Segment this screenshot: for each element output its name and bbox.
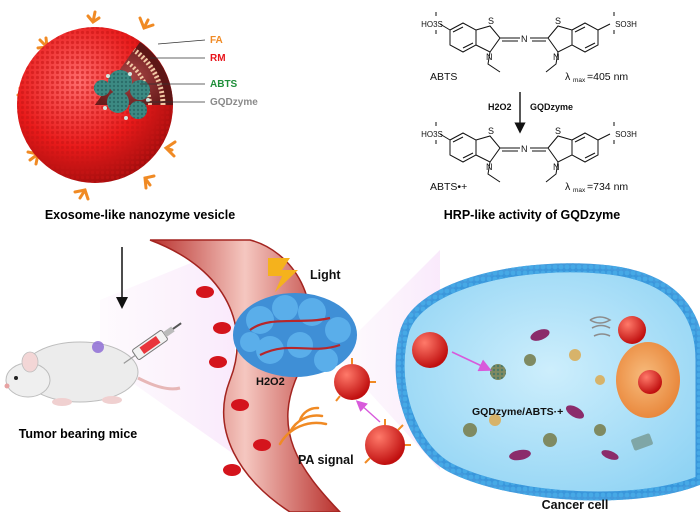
top-s-left: S — [488, 16, 494, 26]
cell-product-label: GQDzyme/ABTS·+ — [472, 406, 563, 418]
light-bolt-icon — [268, 258, 298, 292]
lipid-bilayer — [132, 47, 166, 106]
mouse-illustration — [4, 341, 181, 406]
h2o2-label: H2O2 — [256, 376, 285, 388]
vesicle-label-pointers — [140, 39, 206, 103]
svg-text:max: max — [573, 187, 586, 194]
internalization-arrow — [451, 351, 492, 372]
bottom-compound-name: ABTS•+ — [430, 181, 467, 193]
cell-caption: Cancer cell — [542, 498, 609, 512]
cell-organelles — [489, 316, 653, 461]
top-lambda: λ max =405 nm — [565, 71, 628, 84]
reaction-caption: HRP-like activity of GQDzyme — [444, 208, 620, 222]
top-lambda-value: =405 nm — [587, 71, 628, 83]
top-compound-name: ABTS — [430, 71, 457, 83]
pa-signal-waves — [278, 406, 328, 446]
top-left-sulfo: HO3S — [421, 20, 443, 29]
vesicle-caption: Exosome-like nanozyme vesicle — [45, 208, 235, 222]
bottom-right-sulfo: SO3H — [615, 130, 637, 139]
label-rm: RM — [210, 53, 226, 64]
released-gqdzyme — [463, 354, 606, 447]
bottom-lambda-value: =734 nm — [587, 181, 628, 193]
bottom-n-left: N — [486, 162, 493, 172]
gqdzyme-clusters — [94, 70, 150, 119]
abts-structure-top — [435, 12, 615, 73]
vesicle-in-nucleus — [638, 370, 662, 394]
reagent-h2o2: H2O2 — [488, 102, 512, 112]
bottom-n-right: N — [553, 162, 560, 172]
circulating-vesicle-1 — [334, 358, 376, 402]
bottom-lambda: λ max =734 nm — [565, 181, 628, 194]
pa-signal-label: PA signal — [298, 453, 354, 467]
bottom-s-left: S — [488, 126, 494, 136]
mouse-caption: Tumor bearing mice — [19, 427, 138, 441]
top-s-right: S — [555, 16, 561, 26]
light-label: Light — [310, 268, 341, 282]
uptake-arrow-1 — [355, 400, 381, 423]
abts-structure-bottom — [435, 122, 615, 183]
svg-text:λ: λ — [565, 181, 571, 193]
tumor-mass — [233, 293, 357, 377]
cancer-cell — [395, 263, 700, 501]
vesicle-inside-1 — [618, 316, 646, 344]
bottom-s-right: S — [555, 126, 561, 136]
top-right-sulfo: SO3H — [615, 20, 637, 29]
abts-molecules — [103, 72, 150, 120]
zoom-beam-left — [100, 245, 235, 455]
top-n-right: N — [553, 52, 560, 62]
top-n-left: N — [486, 52, 493, 62]
bottom-left-sulfo: HO3S — [421, 130, 443, 139]
label-gqdzyme: GQDzyme — [210, 97, 258, 108]
top-n-azo: N — [521, 34, 528, 44]
svg-text:λ: λ — [565, 71, 571, 83]
circulating-vesicle-2 — [364, 419, 411, 465]
syringe-illustration — [123, 322, 182, 364]
reagent-gqdzyme: GQDzyme — [530, 102, 573, 112]
svg-text:max: max — [573, 77, 586, 84]
label-fa: FA — [210, 35, 223, 46]
vesicle-at-membrane — [412, 332, 448, 368]
bottom-n-azo: N — [521, 144, 528, 154]
red-blood-cells — [196, 286, 271, 476]
nanozyme-vesicle — [16, 10, 177, 201]
tumor-site — [92, 341, 104, 353]
label-abts: ABTS — [210, 79, 238, 90]
